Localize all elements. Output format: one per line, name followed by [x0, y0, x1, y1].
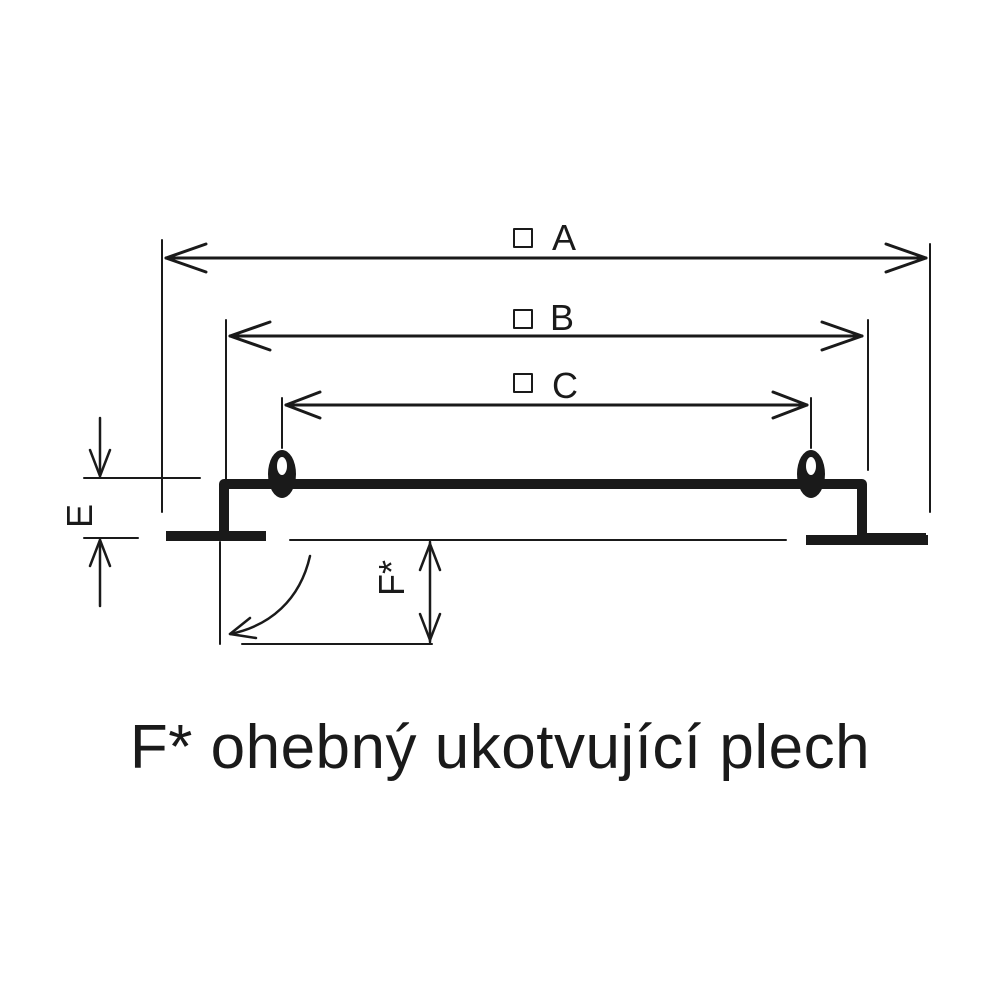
dimension-e-arrow-bottom — [88, 538, 112, 568]
dimension-f-arrow-top — [418, 542, 442, 572]
fastening-hole-left — [268, 450, 296, 498]
square-marker-b — [513, 309, 533, 329]
fastening-hole-right — [797, 450, 825, 498]
dimension-a-arrow-right — [884, 242, 928, 274]
dimension-a-arrow-left — [164, 242, 208, 274]
square-marker-a — [513, 228, 533, 248]
dimension-e — [83, 416, 201, 608]
dimension-a — [161, 239, 931, 513]
dimension-c-arrow-right — [771, 390, 809, 420]
dimension-f-arrow-bottom — [418, 612, 442, 642]
bend-direction-arrowhead — [228, 616, 258, 640]
anchoring-plate-caption: F* ohebný ukotvující plech — [129, 713, 871, 782]
dimension-c — [281, 390, 812, 449]
dimension-c-label: C — [552, 365, 578, 406]
dimension-e-label: E — [59, 504, 100, 528]
dimension-a-label: A — [552, 217, 576, 258]
dimension-e-arrow-top — [88, 448, 112, 478]
dimension-f — [219, 539, 787, 645]
dimension-f-label: F* — [371, 560, 412, 596]
dimension-b — [225, 319, 869, 493]
dimension-b-arrow-left — [228, 320, 272, 352]
dimension-c-arrow-left — [284, 390, 322, 420]
dimension-b-arrow-right — [820, 320, 864, 352]
dimension-b-label: B — [550, 297, 574, 338]
frame-profile — [166, 479, 928, 545]
square-marker-c — [513, 373, 533, 393]
bend-direction-arrow — [228, 554, 312, 636]
